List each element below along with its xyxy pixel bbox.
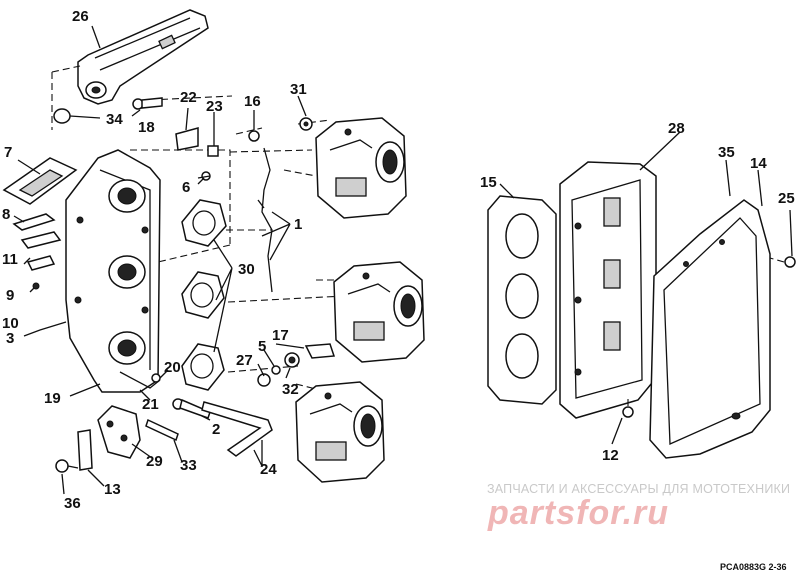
gasket-30-top <box>181 199 227 247</box>
screw-25 <box>784 256 796 268</box>
drawing-code: PCA0883G 2-36 <box>720 562 787 572</box>
screw-27 <box>257 373 271 387</box>
callout-17: 17 <box>272 327 289 344</box>
screw-2 <box>172 398 211 419</box>
callout-5: 5 <box>258 338 266 355</box>
reed-plate-11 <box>20 231 62 249</box>
screw-10 <box>32 282 40 290</box>
reed-9 <box>26 255 56 271</box>
callout-14: 14 <box>750 155 767 172</box>
callout-22: 22 <box>180 89 197 106</box>
washer-20 <box>151 373 161 383</box>
screw-18 <box>132 97 163 110</box>
gasket-15 <box>487 195 557 405</box>
link-17 <box>304 343 336 359</box>
carburetor-top <box>315 117 407 219</box>
callout-7: 7 <box>4 144 12 161</box>
plate-13 <box>77 429 93 471</box>
screw-16 <box>248 130 260 142</box>
callout-18: 18 <box>138 119 155 136</box>
callout-36: 36 <box>64 495 81 512</box>
callout-12: 12 <box>602 447 619 464</box>
callout-34: 34 <box>106 111 123 128</box>
callout-27: 27 <box>236 352 253 369</box>
watermark-caption: ЗАПЧАСТИ И АКСЕССУАРЫ ДЛЯ МОТОТЕХНИКИ <box>487 482 791 496</box>
callout-28: 28 <box>668 120 685 137</box>
hose-24 <box>201 401 273 457</box>
bracket-29 <box>97 405 141 459</box>
callout-13: 13 <box>104 481 121 498</box>
washer-5 <box>271 365 281 375</box>
intake-manifold-26 <box>77 9 209 105</box>
watermark-logo: PARTSFOR.RU <box>488 494 670 532</box>
callout-21: 21 <box>142 396 159 413</box>
cover-14 <box>649 199 771 459</box>
callout-20: 20 <box>164 359 181 376</box>
callout-24: 24 <box>260 461 277 478</box>
callout-19: 19 <box>44 390 61 407</box>
callout-26: 26 <box>72 8 89 25</box>
bracket-22 <box>175 127 199 151</box>
plug-34 <box>53 108 71 124</box>
reed-cover-7 <box>2 157 78 205</box>
callout-16: 16 <box>244 93 261 110</box>
carburetor-middle <box>333 261 425 363</box>
nut-32 <box>284 352 300 368</box>
callout-32: 32 <box>282 381 299 398</box>
adapter-plate-3 <box>65 149 161 393</box>
gasket-30-mid <box>181 271 225 319</box>
callout-1: 1 <box>294 216 302 233</box>
callout-6: 6 <box>182 179 190 196</box>
reed-gasket-8 <box>12 213 56 231</box>
screw-23 <box>207 145 219 157</box>
callout-29: 29 <box>146 453 163 470</box>
callout-8: 8 <box>2 206 10 223</box>
callout-15: 15 <box>480 174 497 191</box>
callout-25: 25 <box>778 190 795 207</box>
callout-11: 11 <box>2 251 18 268</box>
callout-33: 33 <box>180 457 197 474</box>
callout-2: 2 <box>212 421 220 438</box>
callout-10: 10 <box>2 315 19 332</box>
callout-23: 23 <box>206 98 223 115</box>
screw-33 <box>145 418 179 442</box>
callout-3: 3 <box>6 330 14 347</box>
carburetor-bottom <box>295 381 385 483</box>
callout-30: 30 <box>238 261 255 278</box>
callout-35: 35 <box>718 144 735 161</box>
screw-36 <box>55 459 79 473</box>
plate-28 <box>559 161 657 419</box>
screw-12 <box>622 406 634 418</box>
callout-31: 31 <box>290 81 307 98</box>
screw-31 <box>299 117 313 131</box>
gasket-30-bottom <box>181 343 225 391</box>
callout-9: 9 <box>6 287 14 304</box>
link-rod-1 <box>261 147 273 293</box>
